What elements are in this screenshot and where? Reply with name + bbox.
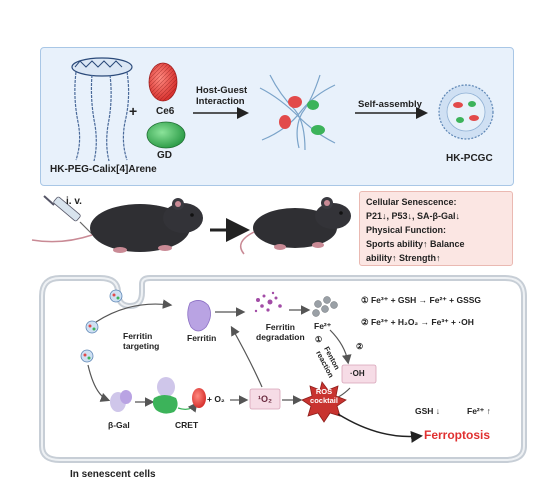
o2-label: + O₂ (207, 394, 225, 404)
step2-marker: ② (356, 342, 364, 351)
ros-cocktail-label: ROS cocktail (305, 387, 343, 405)
cret-label: CRET (175, 420, 199, 430)
hydroxyl-label: ·OH (350, 369, 365, 378)
gd-label: GD (157, 150, 172, 161)
info-line4: ability↑ Strength↑ (366, 253, 441, 263)
fenton-arrow (329, 329, 352, 365)
ferritin-targeting-line1: Ferritin (123, 331, 153, 341)
ferritin-targeting-label: Ferritin targeting (123, 331, 159, 351)
gd-molecule-icon (146, 121, 186, 149)
host-guest-line2: Interaction (196, 96, 245, 107)
degraded-ferritin-icon (254, 291, 282, 313)
fe-ions-icon (312, 296, 338, 317)
outcome-info-box: Cellular Senescence: P21↓, P53↓, SA-β-Ga… (359, 191, 513, 266)
info-line1: P21↓, P53↓, SA-β-Gal↓ (366, 211, 461, 221)
bgal-arrow (87, 364, 111, 402)
info-line3: Sports ability↑ Balance (366, 239, 465, 249)
cret-complex-icon (152, 377, 178, 414)
hk-pcgc-nanoparticle-icon (438, 84, 494, 140)
singlet-oxygen-to-ferritin-arrow (230, 325, 263, 388)
singlet-oxygen-label: ¹O₂ (258, 394, 272, 404)
ros-cocktail-burst (301, 381, 347, 423)
ferritin-degradation-line2: degradation (256, 332, 305, 342)
equation-1: ① Fe³⁺ + GSH → Fe²⁺ + GSSG (361, 295, 482, 305)
ce6-label: Ce6 (156, 106, 175, 117)
aged-mouse-icon (31, 198, 203, 253)
step1-marker: ① (315, 335, 323, 344)
singlet-oxygen-box (249, 388, 281, 410)
ferritin-degradation-line1: Ferritin (265, 322, 295, 332)
host-guest-complex-icon (259, 74, 336, 151)
cell-caption: In senescent cells (70, 469, 156, 480)
fe-up-label: Fe²⁺ ↑ (467, 406, 491, 416)
self-assembly-label: Self-assembly (358, 99, 422, 110)
calixarene-label: HK-PEG-Calix[4]Arene (50, 164, 157, 175)
ferritin-icon (187, 300, 211, 332)
ferritin-degradation-label: Ferritin degradation (256, 322, 305, 342)
host-guest-label: Host-Guest Interaction (196, 85, 247, 107)
syringe-icon (43, 195, 95, 237)
host-guest-line1: Host-Guest (196, 85, 248, 96)
ferroptosis-arrow (337, 413, 423, 443)
plus-sign: + (129, 103, 138, 119)
product-label: HK-PCGC (446, 153, 493, 164)
beta-gal-icon (110, 390, 132, 412)
hydroxyl-radical-box (341, 364, 377, 384)
equation-2: ② Fe³⁺ + H₂O₂ → Fe³⁺ + ·OH (361, 317, 474, 327)
ce6-in-cell-icon (192, 388, 206, 408)
info-line2: Physical Function: (366, 225, 447, 235)
ros-line2: cocktail (310, 395, 338, 405)
iv-label: i. v. (66, 196, 82, 207)
ros-line1: ROS (315, 387, 333, 396)
gsh-down-label: GSH ↓ (415, 406, 441, 416)
ferritin-targeting-arrow (95, 299, 173, 323)
bgal-label: β-Gal (108, 420, 130, 430)
fe-label: Fe²⁺ (314, 321, 332, 331)
ferritin-targeting-line2: targeting (123, 341, 160, 351)
calixarene-molecule-icon (71, 57, 133, 162)
nanoparticle-entering-icon (80, 289, 123, 363)
ferroptosis-label: Ferroptosis (424, 428, 491, 442)
healthy-mouse-icon (239, 197, 351, 255)
info-title: Cellular Senescence: (366, 197, 457, 207)
ferritin-label: Ferritin (187, 333, 217, 343)
